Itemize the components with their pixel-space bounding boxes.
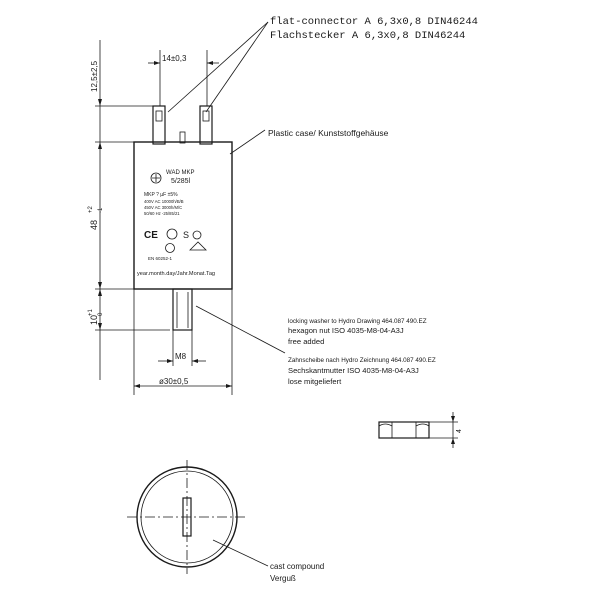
label-brand: WAD MKP	[166, 170, 194, 176]
s-mark-icon: S	[183, 230, 189, 240]
flat-connector-left	[152, 105, 166, 145]
brand-logo-icon	[150, 172, 162, 184]
stud-length-dim: 10	[89, 315, 99, 325]
ce-mark-icon: CE	[144, 230, 158, 241]
threaded-stud	[172, 288, 193, 331]
washer-callout-de-3: lose mitgeliefert	[288, 377, 342, 386]
capacitor-label: WAD MKP 5/285l MKP ? µF ±5% 400V AC 1000…	[137, 170, 215, 277]
enec-mark-icon	[189, 241, 207, 251]
spacing-dim: 14±0,3	[162, 54, 187, 63]
label-date: year.month.day/Jahr.Monat.Tag	[137, 271, 215, 277]
capacitor-bottom-view	[127, 460, 246, 574]
thread-dim: M8	[175, 352, 187, 361]
label-spec-2: 400V AC 10000h/B/B	[144, 199, 184, 204]
body-height-tol-lower: -1	[98, 207, 104, 213]
case-callout: Plastic case/ Kunststoffgehäuse	[268, 128, 389, 138]
recycle-mark-icon	[165, 243, 175, 253]
hex-nut-side-view	[378, 421, 430, 439]
semko-mark-icon	[192, 230, 202, 240]
body-height-tol-upper: +2	[88, 205, 94, 213]
label-spec-1: MKP ? µF ±5%	[144, 192, 178, 198]
compound-leader	[212, 539, 269, 567]
connector-callout-en: flat-connector A 6,3x0,8 DIN46244	[270, 16, 478, 28]
label-capacitance: 5/285l	[171, 178, 191, 185]
connector-leader-2	[205, 21, 269, 113]
compound-callout-de: Verguß	[270, 574, 296, 583]
washer-callout-de-1: Zahnscheibe nach Hydro Zeichnung 464.087…	[288, 357, 436, 364]
label-spec-4: 50/60 Hz -25/85/21	[144, 211, 180, 216]
nut-height-dim: 4	[456, 429, 463, 433]
compound-callout-en: cast compound	[270, 562, 324, 571]
washer-callout-en-1: locking washer to Hydro Drawing 464.087 …	[288, 318, 427, 325]
vde-mark-icon	[166, 228, 178, 240]
stud-tol-upper: +1	[88, 308, 94, 316]
stud-tol-lower: 0	[98, 312, 104, 316]
diameter-dim: ø30±0,5	[159, 377, 189, 386]
washer-leader	[195, 305, 286, 354]
connector-leader-1	[167, 21, 269, 113]
washer-callout-en-2: hexagon nut ISO 4035-M8-04-A3J	[288, 326, 404, 335]
label-standard: EN 60252-1	[148, 256, 173, 261]
center-pin	[179, 131, 186, 144]
connector-height-dim: 12,5±2,5	[90, 60, 99, 92]
body-height-dim: 48	[89, 220, 99, 230]
connector-callout-de: Flachstecker A 6,3x0,8 DIN46244	[270, 30, 465, 42]
washer-callout-de-2: Sechskantmutter ISO 4035-M8-04-A3J	[288, 366, 419, 375]
washer-callout-en-3: free added	[288, 337, 324, 346]
case-leader	[229, 129, 266, 155]
flat-connector-right	[199, 105, 213, 145]
label-spec-3: 450V AC 3000h/M/C	[144, 205, 182, 210]
